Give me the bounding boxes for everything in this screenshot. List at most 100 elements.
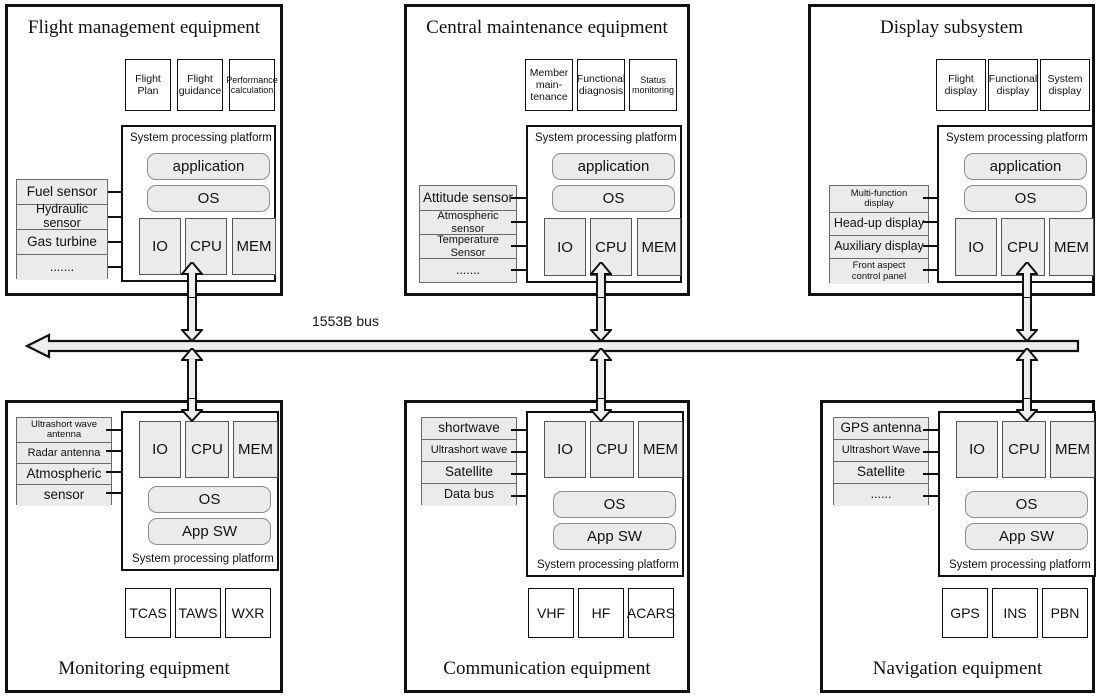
io-module[interactable]: IO xyxy=(956,421,998,478)
os-module[interactable]: OS xyxy=(148,486,271,513)
sensor-label: ...... xyxy=(870,487,892,502)
io-module[interactable]: IO xyxy=(544,218,586,276)
sensor-label: ....... xyxy=(455,262,481,277)
os-label: OS xyxy=(603,496,626,513)
sensor-item[interactable]: ....... xyxy=(420,259,516,282)
app-sw-module[interactable]: App SW xyxy=(965,523,1088,550)
sensor-wire xyxy=(511,269,531,271)
mem-module[interactable]: MEM xyxy=(637,218,681,276)
sensor-item[interactable]: Head-up display xyxy=(830,213,928,236)
system-processing-platform: System processing platform application O… xyxy=(937,125,1094,283)
os-module[interactable]: OS xyxy=(147,185,270,212)
mem-module[interactable]: MEM xyxy=(1050,421,1095,478)
os-module[interactable]: OS xyxy=(965,491,1088,518)
spp-arrow-navigation xyxy=(1016,398,1038,422)
app-sw-module[interactable]: App SW xyxy=(553,523,676,550)
sensor-item[interactable]: ...... xyxy=(834,484,928,506)
sensor-item[interactable]: Radar antenna xyxy=(17,443,111,464)
mem-label: MEM xyxy=(641,238,677,256)
mem-module[interactable]: MEM xyxy=(233,421,278,478)
sensor-item[interactable]: Atmospheric sensor xyxy=(420,210,516,235)
sensor-wire xyxy=(106,471,126,473)
mem-module[interactable]: MEM xyxy=(1049,218,1094,276)
sensor-item[interactable]: sensor xyxy=(17,485,111,506)
panel-title: Monitoring equipment xyxy=(58,658,230,679)
sensor-wire xyxy=(106,429,126,431)
sensor-wire xyxy=(511,221,531,223)
sensor-item[interactable]: shortwave xyxy=(422,418,516,440)
sensor-item[interactable]: Data bus xyxy=(422,484,516,506)
panel-title: Flight management equipment xyxy=(27,17,261,38)
function-box-pbn[interactable]: PBN xyxy=(1042,588,1088,638)
sensor-item[interactable]: Ultrashort Wave xyxy=(834,440,928,462)
sensor-item[interactable]: Ultrashort wave xyxy=(422,440,516,462)
mem-module[interactable]: MEM xyxy=(638,421,683,478)
os-module[interactable]: OS xyxy=(552,185,675,212)
sensor-wire xyxy=(923,451,943,453)
sensor-item[interactable]: Temperature Sensor xyxy=(420,234,516,259)
function-box-gps[interactable]: GPS xyxy=(942,588,988,638)
sensor-wire xyxy=(108,266,126,268)
function-box-label: VHF xyxy=(537,604,565,621)
function-box-hf[interactable]: HF xyxy=(578,588,624,638)
spp-label: System processing platform xyxy=(946,132,1088,144)
cpu-module[interactable]: CPU xyxy=(590,421,634,478)
cpu-module[interactable]: CPU xyxy=(185,421,229,478)
os-module[interactable]: OS xyxy=(964,185,1087,212)
mem-module[interactable]: MEM xyxy=(232,218,276,275)
sensor-item[interactable]: ....... xyxy=(17,255,107,280)
cpu-module[interactable]: CPU xyxy=(1002,421,1046,478)
function-box-tcas[interactable]: TCAS xyxy=(125,588,171,638)
sensor-item[interactable]: Atmospheric xyxy=(17,464,111,485)
sensor-item[interactable]: Attitude sensor xyxy=(420,186,516,211)
sensor-item[interactable]: Hydraulic sensor xyxy=(17,202,107,230)
function-box-label: ACARS xyxy=(626,604,676,621)
application-module[interactable]: application xyxy=(147,153,270,180)
sensor-item[interactable]: Satellite xyxy=(834,462,928,484)
bus-arrow-display-subsystem-down xyxy=(1016,294,1038,342)
app-sw-module[interactable]: App SW xyxy=(148,518,271,545)
sensor-item[interactable]: Gas turbine xyxy=(17,230,107,255)
application-module[interactable]: application xyxy=(552,153,675,180)
sensor-wire xyxy=(106,492,126,494)
function-box-acars[interactable]: ACARS xyxy=(626,588,676,638)
bus-arrow-navigation-up xyxy=(1016,348,1038,404)
io-module[interactable]: IO xyxy=(139,421,181,478)
function-box-ins[interactable]: INS xyxy=(992,588,1038,638)
sensor-label: Hydraulic sensor xyxy=(35,202,89,230)
application-module[interactable]: application xyxy=(964,153,1087,180)
function-box-taws[interactable]: TAWS xyxy=(175,588,221,638)
sensor-item[interactable]: Satellite xyxy=(422,462,516,484)
sensor-item[interactable]: Fuel sensor xyxy=(17,180,107,205)
sensor-stack: Attitude sensor Atmospheric sensor Tempe… xyxy=(419,185,517,283)
io-module[interactable]: IO xyxy=(955,218,997,276)
io-module[interactable]: IO xyxy=(544,421,586,478)
sensor-label: Attitude sensor xyxy=(422,189,514,205)
sensor-stack: GPS antenna Ultrashort Wave Satellite ..… xyxy=(833,417,929,506)
os-module[interactable]: OS xyxy=(553,491,676,518)
io-module[interactable]: IO xyxy=(139,218,181,275)
function-box-wxr[interactable]: WXR xyxy=(225,588,271,638)
sensor-wire xyxy=(108,216,126,218)
sensor-item[interactable]: GPS antenna xyxy=(834,418,928,440)
sensor-item[interactable]: Auxiliary display xyxy=(830,236,928,259)
function-box-vhf[interactable]: VHF xyxy=(528,588,574,638)
sensor-wire xyxy=(923,197,943,199)
